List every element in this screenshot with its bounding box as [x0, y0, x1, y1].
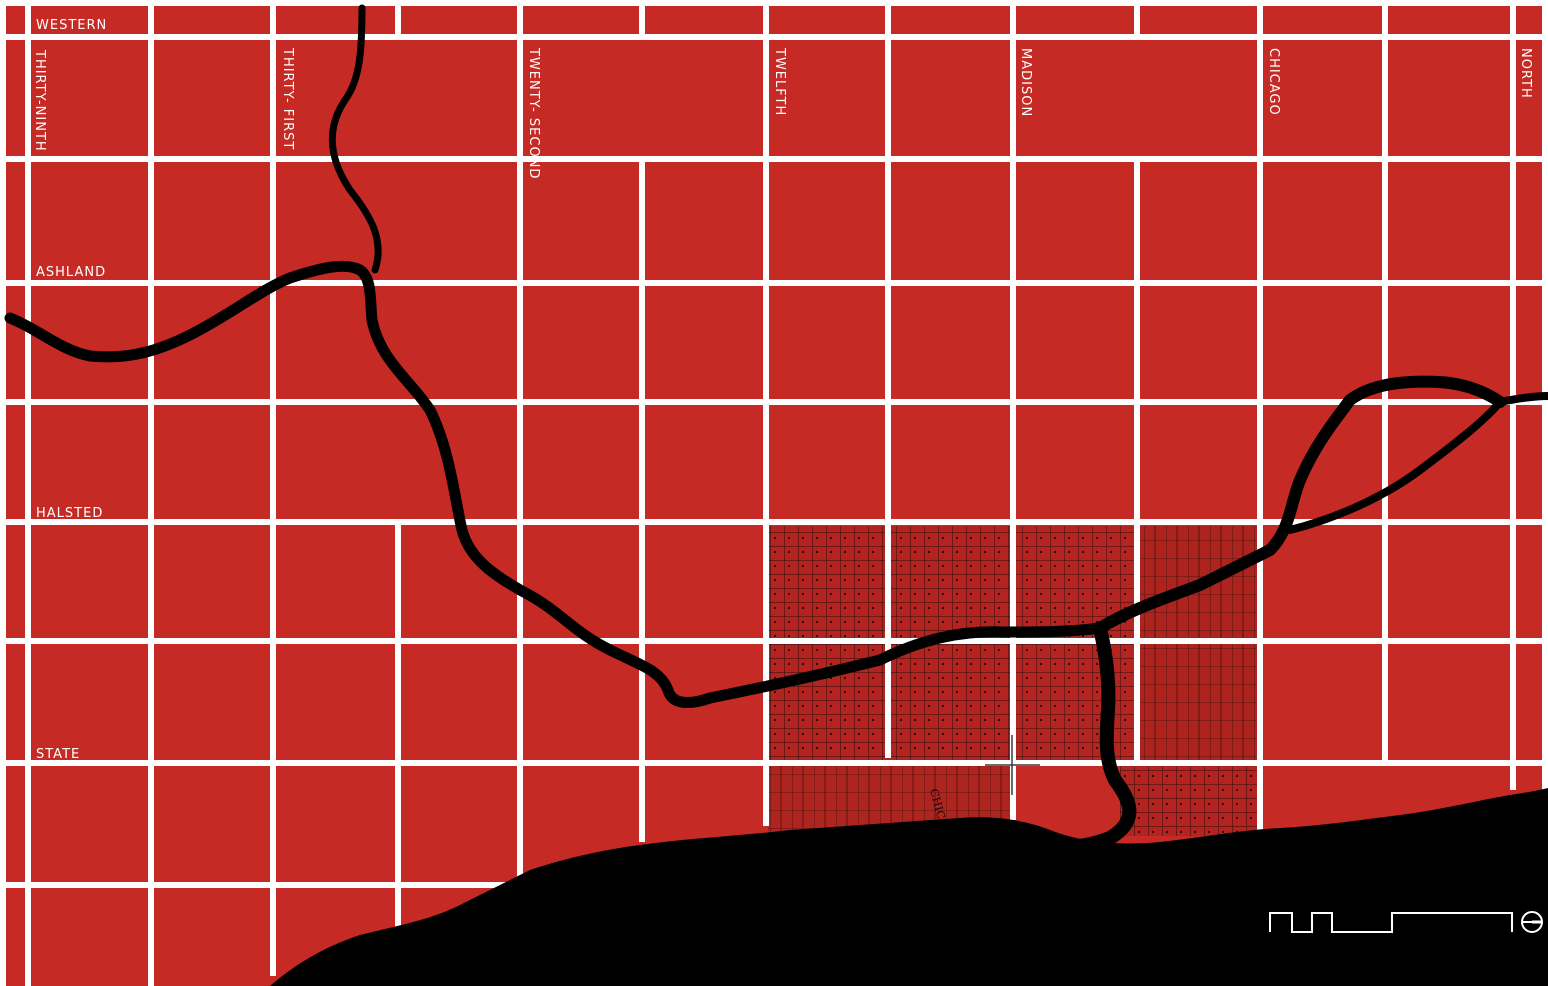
street-label-ashland: ASHLAND: [36, 265, 106, 280]
north-arrow-icon: [1521, 911, 1543, 933]
street-label-halsted: HALSTED: [36, 506, 103, 521]
river-main-stem: [1094, 375, 1506, 634]
street-label-western: WESTERN: [36, 18, 107, 33]
lake-michigan-shoreline: [270, 788, 1548, 986]
street-label-thirty-ninth: THIRTY-NINTH: [32, 49, 47, 152]
river-north-branch-upper: [328, 4, 382, 274]
crosshair-icon: [985, 735, 1040, 795]
street-label-chicago: CHICAGO: [1266, 48, 1281, 116]
scale-bar: [1269, 912, 1513, 933]
street-label-thirty-first: THIRTY- FIRST: [280, 47, 295, 150]
street-label-madison: MADISON: [1018, 48, 1033, 117]
street-labels: WESTERN ASHLAND HALSTED STATE THIRTY-NIN…: [32, 18, 1533, 762]
street-label-state: STATE: [36, 747, 80, 762]
street-label-twenty-second: TWENTY- SECOND: [526, 47, 541, 179]
street-label-twelfth: TWELFTH: [772, 47, 787, 116]
street-label-north: NORTH: [1518, 48, 1533, 99]
river-north-loop: [1286, 392, 1548, 534]
river-line: [4, 4, 1548, 855]
river-south-branch: [4, 260, 1106, 708]
